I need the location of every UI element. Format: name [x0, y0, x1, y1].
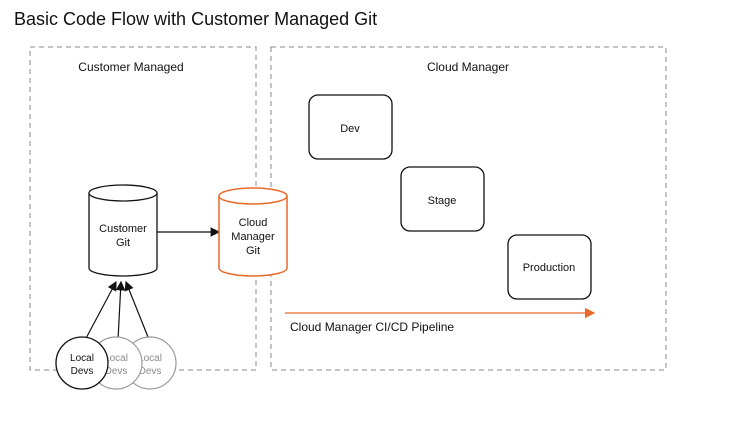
local-devs-3-line2: Devs — [139, 366, 162, 377]
dev-label: Dev — [340, 123, 360, 135]
diagram-title: Basic Code Flow with Customer Managed Gi… — [14, 9, 378, 29]
stage-label: Stage — [428, 195, 457, 207]
local-devs-circle-1: Local Devs — [55, 336, 109, 390]
customer-git-cylinder: Customer Git — [88, 184, 158, 277]
production-environment-box: Production — [507, 234, 592, 300]
cloud-manager-git-label-line2: Manager — [231, 231, 275, 243]
local-devs-1-line1: Local — [70, 353, 94, 364]
local-dev-arrow-1 — [83, 280, 117, 343]
cloud-manager-git-label-line1: Cloud — [239, 217, 268, 229]
dev-environment-box: Dev — [308, 94, 393, 160]
customer-git-label-line1: Customer — [99, 223, 147, 235]
local-dev-arrow-3 — [124, 280, 151, 343]
customer-managed-label: Customer Managed — [78, 60, 183, 74]
stage-environment-box: Stage — [400, 166, 485, 232]
local-devs-3-line1: Local — [138, 353, 162, 364]
local-devs-2-line2: Devs — [105, 366, 128, 377]
cloud-manager-git-label-line3: Git — [246, 245, 260, 257]
local-devs-1-line2: Devs — [71, 366, 94, 377]
cloud-manager-label: Cloud Manager — [427, 60, 509, 74]
pipeline-label: Cloud Manager CI/CD Pipeline — [290, 320, 454, 334]
customer-git-label-line2: Git — [116, 237, 130, 249]
cloud-manager-git-cylinder: Cloud Manager Git — [218, 187, 288, 277]
local-devs-2-line1: Local — [104, 353, 128, 364]
local-dev-arrow-2 — [115, 280, 126, 341]
production-label: Production — [523, 262, 576, 274]
